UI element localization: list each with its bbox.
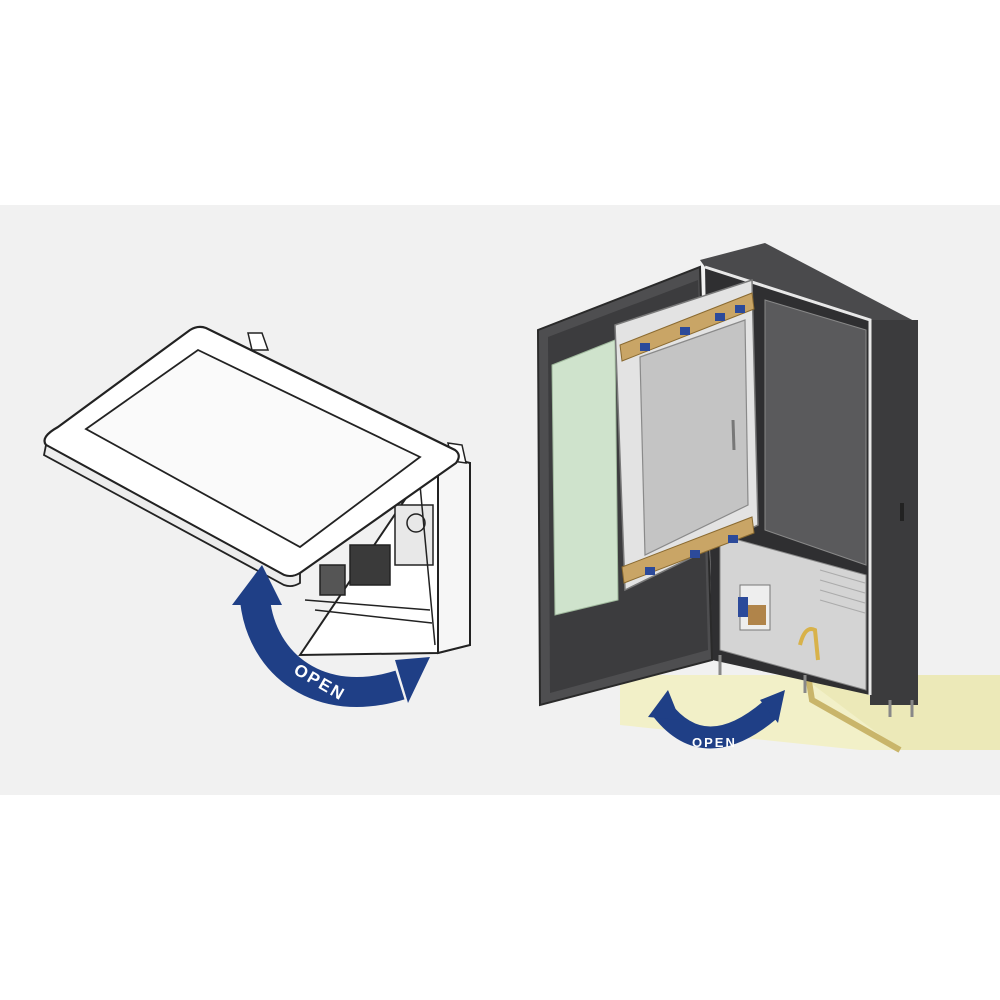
door-handle	[900, 503, 904, 521]
tilting-display-illustration: OPEN	[42, 325, 471, 707]
diagram-canvas: OPEN	[0, 205, 1000, 795]
open-arrow-right-head-left	[648, 690, 680, 720]
door-glass-panel	[551, 339, 619, 616]
open-label-right: OPEN	[692, 735, 737, 750]
cabinet-illustration: OPEN	[536, 243, 1000, 753]
diagram-panel: OPEN	[0, 205, 1000, 795]
open-arrow-right: OPEN	[648, 690, 785, 750]
display-internal-components	[304, 484, 436, 646]
open-arrow-left-head-bottom	[395, 657, 430, 703]
open-arrow-left-head-top	[232, 565, 282, 605]
display-screen	[84, 348, 422, 549]
open-arrow-right-head-right	[760, 690, 785, 723]
